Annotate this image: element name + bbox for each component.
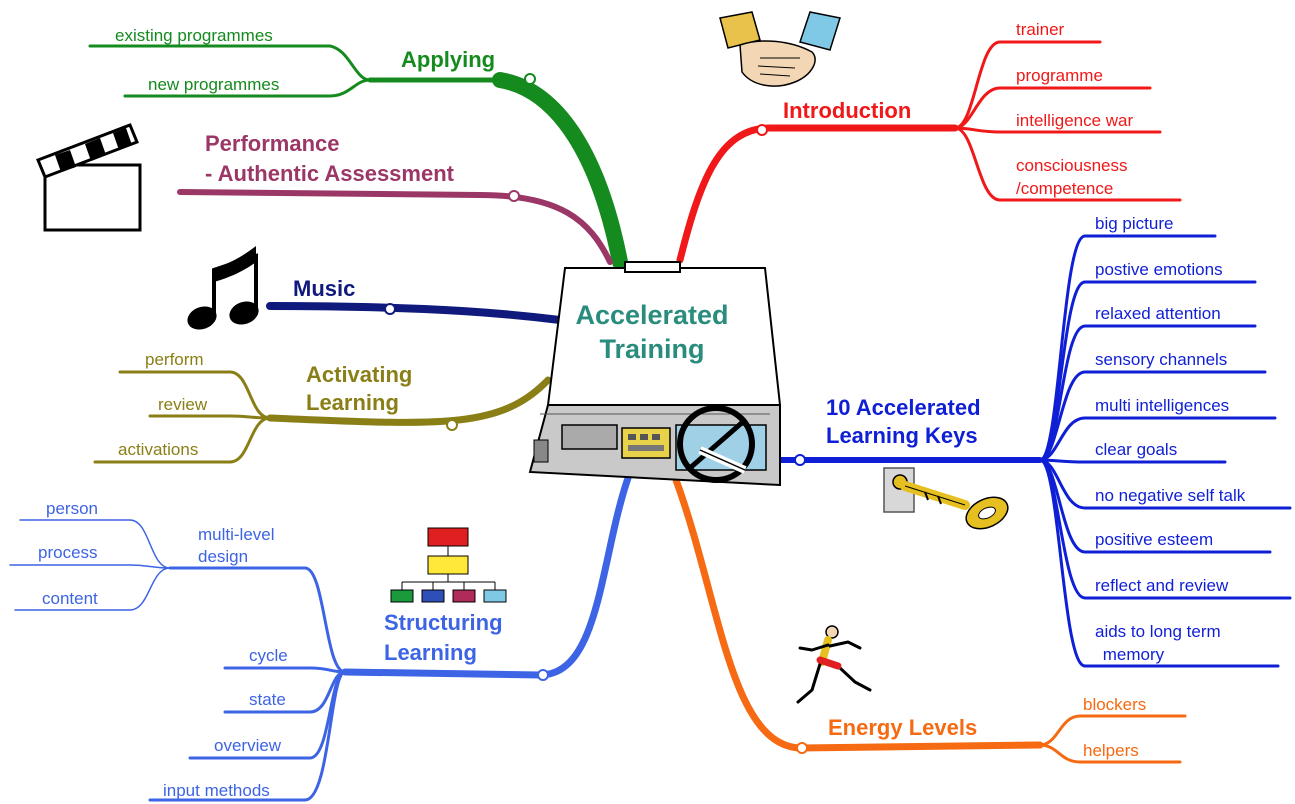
branch-applying — [88, 44, 628, 270]
introduction-child: /competence — [1016, 179, 1113, 198]
design-child: person — [46, 499, 98, 518]
energy-child: helpers — [1083, 741, 1139, 760]
branch-music — [266, 302, 564, 324]
keys-child: reflect and review — [1095, 576, 1229, 595]
label-keys-line1: 10 Accelerated — [826, 395, 981, 420]
keys-child: multi intelligences — [1095, 396, 1229, 415]
branch-structuring — [9, 474, 632, 802]
structuring-subnode-line2: design — [198, 547, 248, 566]
center-title-line2: Training — [599, 334, 704, 364]
activating-child: review — [158, 395, 208, 414]
keys-child: positive esteem — [1095, 530, 1213, 549]
structuring-child: state — [249, 690, 286, 709]
structuring-child: input methods — [163, 781, 270, 800]
central-dashboard — [528, 261, 782, 487]
center-title-line1: Accelerated — [575, 300, 728, 330]
introduction-child: intelligence war — [1016, 111, 1134, 130]
design-child: content — [42, 589, 98, 608]
branch-energy — [672, 476, 1187, 764]
clapperboard-icon — [36, 123, 142, 232]
steering-wheel-icon — [677, 405, 755, 483]
label-applying: Applying — [401, 47, 495, 72]
label-structuring-line2: Learning — [384, 640, 477, 665]
keys-child: aids to long term — [1095, 622, 1221, 641]
introduction-child: programme — [1016, 66, 1103, 85]
keys-child: memory — [1098, 645, 1165, 664]
energy-child: blockers — [1083, 695, 1146, 714]
music-notes-icon — [187, 246, 259, 330]
keys-child: relaxed attention — [1095, 304, 1221, 323]
introduction-child: consciousness — [1016, 156, 1128, 175]
label-introduction: Introduction — [783, 98, 911, 123]
keys-child: clear goals — [1095, 440, 1177, 459]
label-activating-line1: Activating — [306, 362, 412, 387]
keys-child: big picture — [1095, 214, 1173, 233]
label-performance-line2: - Authentic Assessment — [205, 161, 455, 186]
applying-child: existing programmes — [115, 26, 273, 45]
introduction-child: trainer — [1016, 20, 1065, 39]
keys-child: sensory channels — [1095, 350, 1227, 369]
structuring-child: cycle — [249, 646, 288, 665]
keys-child: postive emotions — [1095, 260, 1223, 279]
label-performance-line1: Performance — [205, 131, 340, 156]
handshake-icon — [719, 11, 841, 87]
label-structuring-line1: Structuring — [384, 610, 503, 635]
runner-icon — [796, 625, 872, 704]
label-music: Music — [293, 276, 355, 301]
key-icon — [883, 467, 1009, 530]
structuring-child: overview — [214, 736, 282, 755]
activating-child: activations — [118, 440, 198, 459]
label-energy: Energy Levels — [828, 715, 977, 740]
branch-keys — [767, 234, 1292, 668]
structuring-subnode-line1: multi-level — [198, 525, 275, 544]
design-child: process — [38, 543, 98, 562]
branch-performance — [177, 189, 613, 265]
activating-child: perform — [145, 350, 204, 369]
keys-child: no negative self talk — [1095, 486, 1246, 505]
label-keys-line2: Learning Keys — [826, 423, 978, 448]
applying-child: new programmes — [148, 75, 279, 94]
org-chart-icon — [390, 527, 507, 603]
label-activating-line2: Learning — [306, 390, 399, 415]
